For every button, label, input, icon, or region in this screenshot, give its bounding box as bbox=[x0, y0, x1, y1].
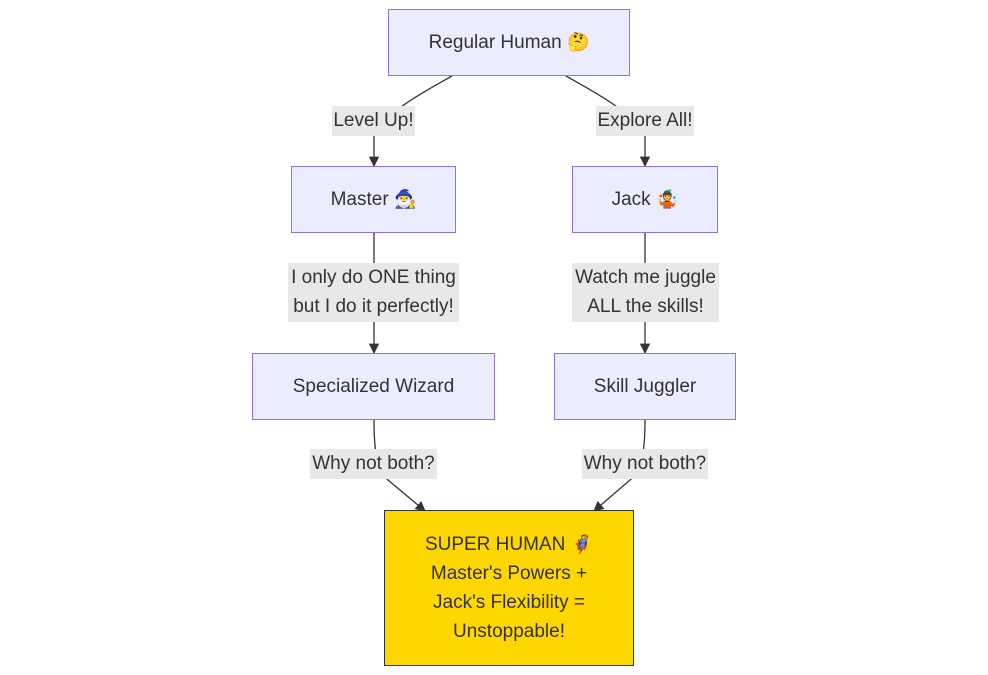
node-jack[interactable]: Jack 🤹 bbox=[572, 166, 718, 233]
super-human-title: SUPER HUMAN bbox=[424, 534, 566, 555]
node-regular-human-label: Regular Human bbox=[428, 32, 562, 53]
thinking-face-icon: 🤔 bbox=[566, 32, 590, 52]
superhero-icon: 🦸 bbox=[570, 534, 594, 554]
edge-label-jack-to-juggler-line-1: Watch me juggle bbox=[575, 267, 716, 288]
edge-label-juggler-to-super: Why not both? bbox=[582, 449, 708, 479]
node-jack-label: Jack bbox=[611, 189, 651, 210]
node-super-human[interactable]: SUPER HUMAN 🦸 Master's Powers + Jack's F… bbox=[384, 510, 634, 666]
juggler-icon: 🤹 bbox=[655, 189, 679, 209]
edge-label-master-to-wizard-line-1: I only do ONE thing bbox=[291, 267, 456, 288]
super-human-line-4: Unstoppable! bbox=[453, 621, 565, 642]
node-skill-juggler-label: Skill Juggler bbox=[593, 376, 697, 397]
edge-label-master-to-wizard-line-2: but I do it perfectly! bbox=[293, 296, 454, 317]
node-master[interactable]: Master 🧙‍♂️ bbox=[291, 166, 456, 233]
super-human-line-3: Jack's Flexibility = bbox=[433, 592, 585, 613]
node-skill-juggler[interactable]: Skill Juggler bbox=[554, 353, 736, 420]
node-specialized-wizard-label: Specialized Wizard bbox=[292, 376, 455, 397]
wizard-icon: 🧙‍♂️ bbox=[393, 189, 417, 209]
edge-label-master-to-wizard: I only do ONE thing but I do it perfectl… bbox=[288, 263, 459, 322]
node-master-label: Master bbox=[330, 189, 389, 210]
edge-label-jack-to-juggler: Watch me juggle ALL the skills! bbox=[572, 263, 719, 322]
super-human-line-2: Master's Powers + bbox=[430, 563, 588, 584]
node-regular-human[interactable]: Regular Human 🤔 bbox=[388, 9, 630, 76]
edge-label-explore-all: Explore All! bbox=[596, 106, 694, 136]
edge-label-wizard-to-super: Why not both? bbox=[310, 449, 437, 479]
node-specialized-wizard[interactable]: Specialized Wizard bbox=[252, 353, 495, 420]
edge-label-level-up: Level Up! bbox=[332, 106, 415, 136]
edge-label-jack-to-juggler-line-2: ALL the skills! bbox=[587, 296, 704, 317]
super-human-title-line: SUPER HUMAN 🦸 bbox=[425, 530, 593, 559]
